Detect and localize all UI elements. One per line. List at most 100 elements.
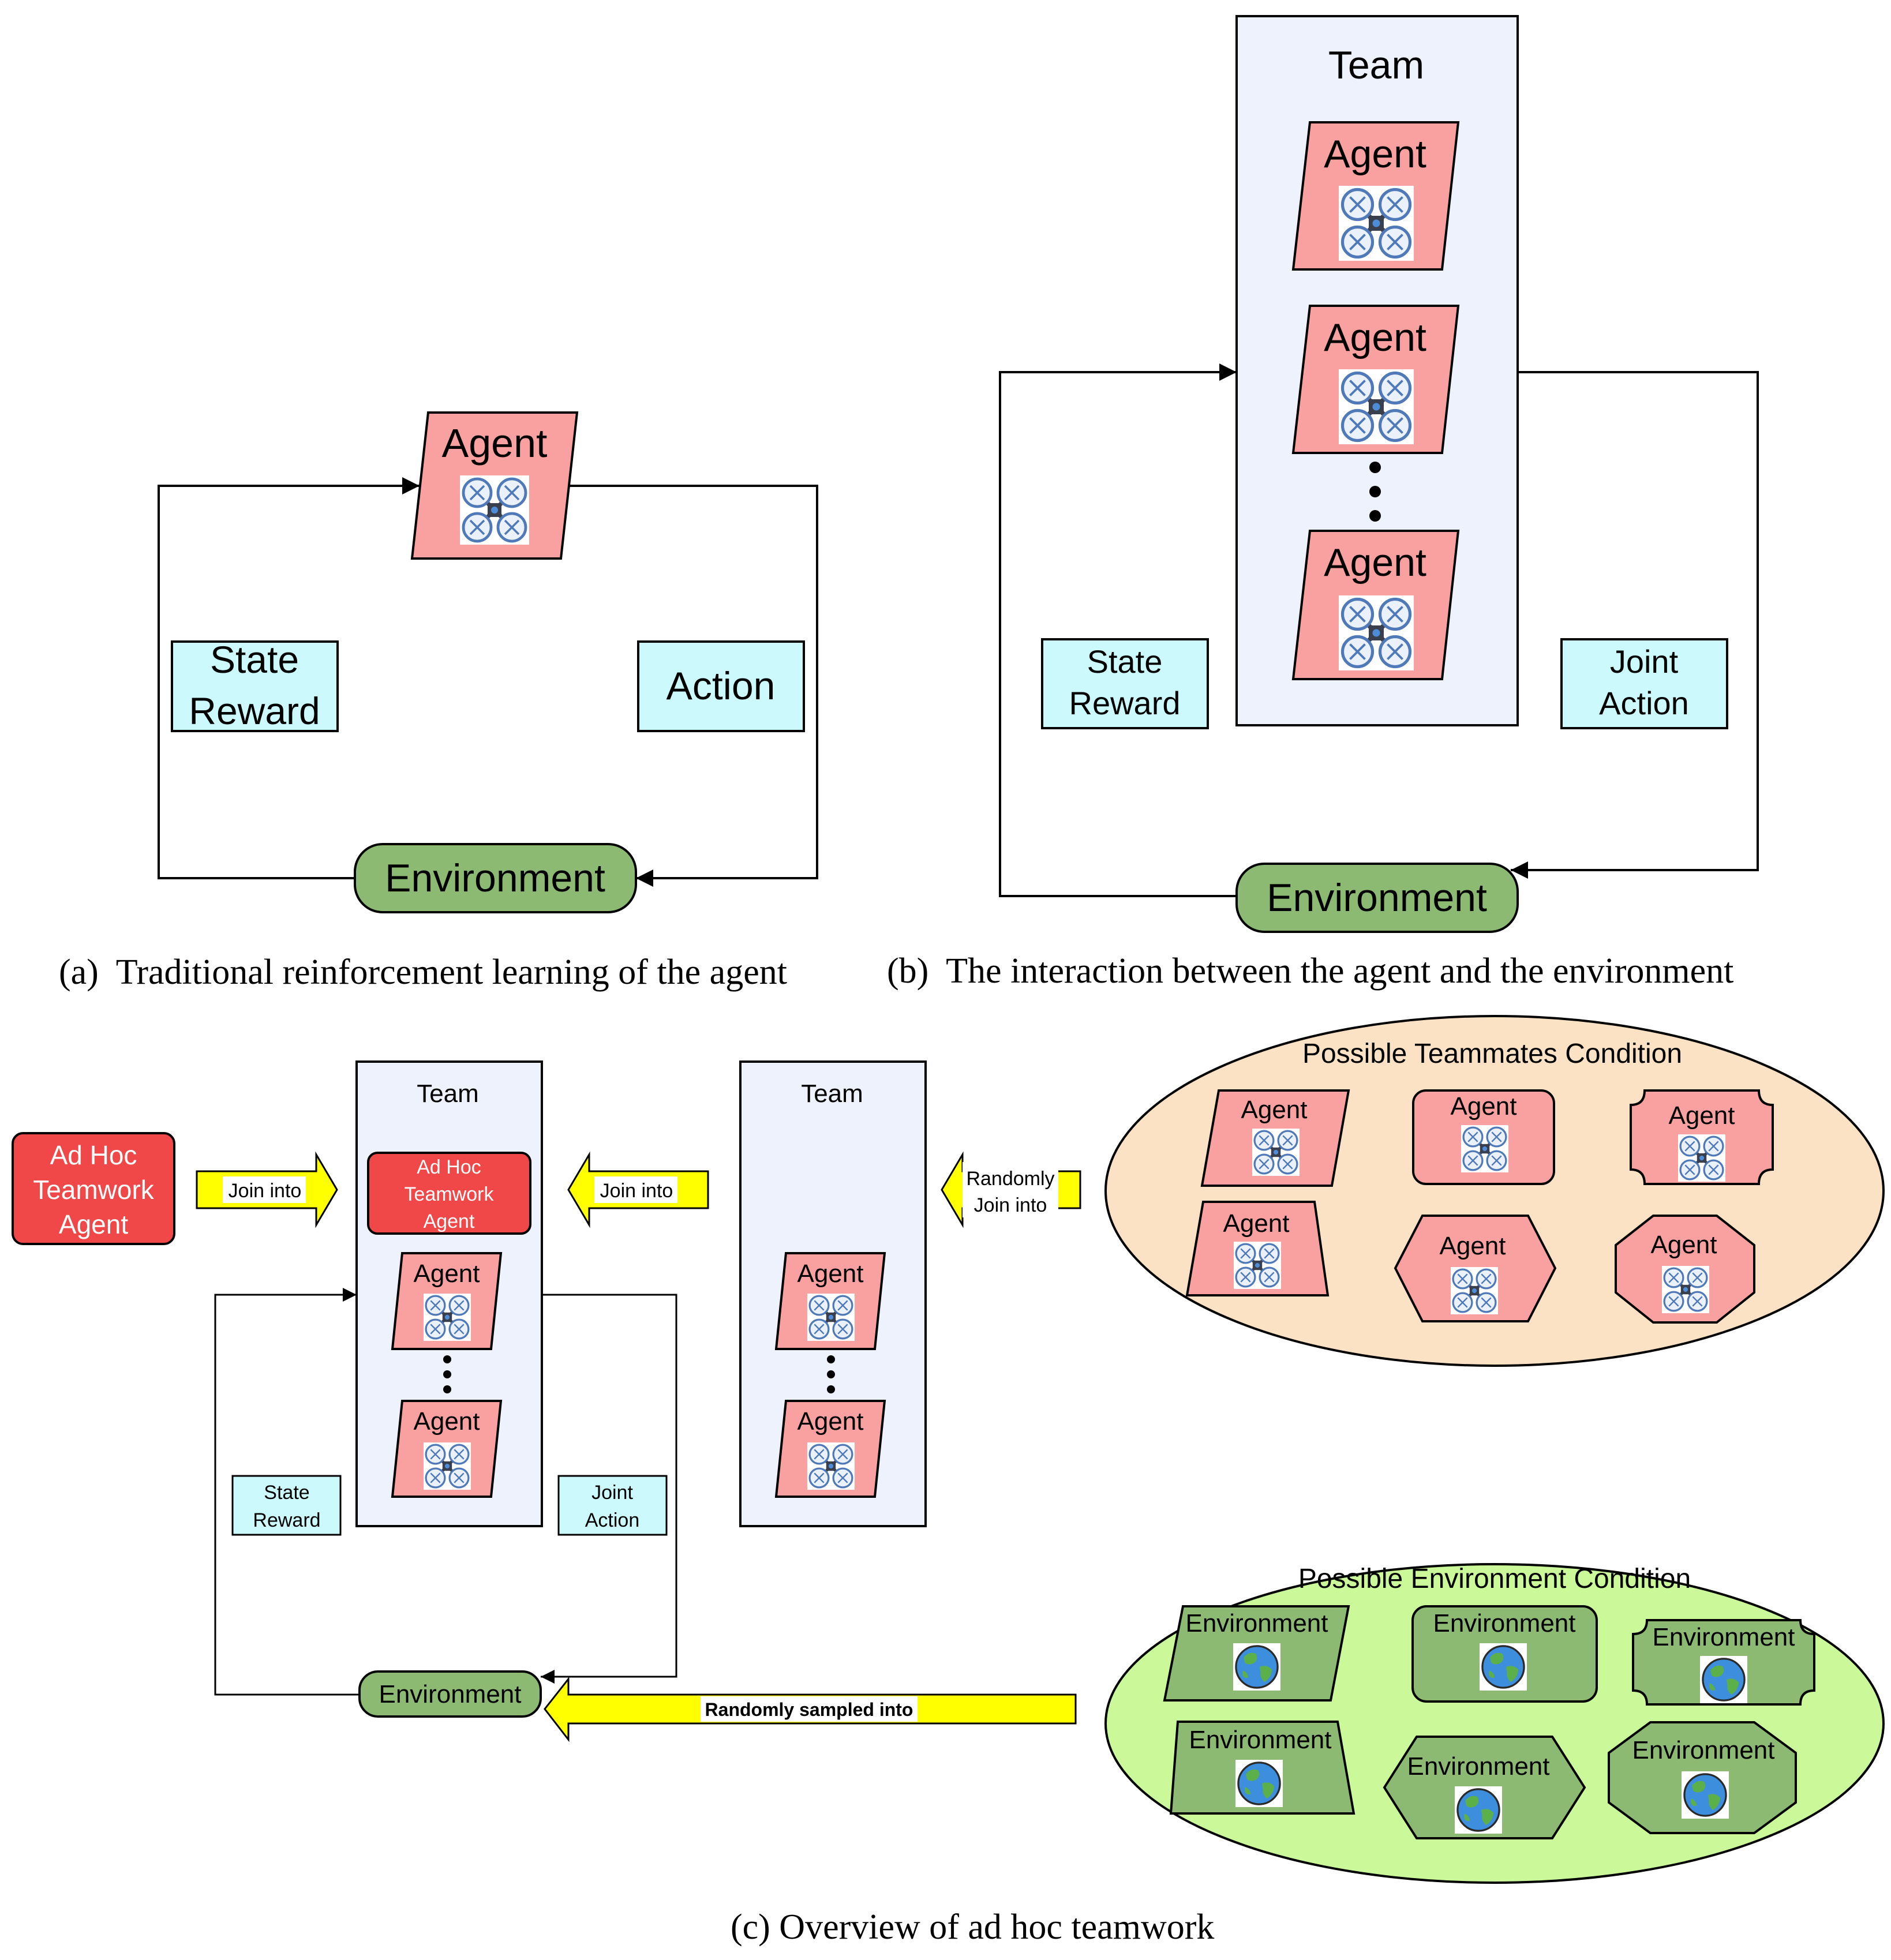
drone-icon <box>1451 1267 1498 1314</box>
team-adhoc-label-3: Agent <box>424 1211 475 1232</box>
adhoc-agent-label-2: Teamwork <box>33 1175 155 1205</box>
teammate-agent: Agent <box>1630 1089 1774 1185</box>
panel-b-action-line <box>1511 371 1759 879</box>
ellipsis-dots <box>443 1355 451 1393</box>
env-condition-label: Environment <box>1407 1752 1549 1781</box>
panel-c-team-label-left: Team <box>417 1080 479 1108</box>
team-adhoc-label-1: Ad Hoc <box>417 1156 481 1178</box>
panel-b-agent-label: Agent <box>1324 316 1426 359</box>
panel-b-state-label: State <box>1087 643 1163 680</box>
drone-icon <box>1234 1242 1281 1289</box>
ellipsis-dots <box>827 1355 835 1393</box>
panel-a-reward-label: Reward <box>189 689 320 732</box>
teammate-agent: Agent <box>1412 1089 1555 1185</box>
panel-c-state-reward-box: State Reward <box>231 1475 342 1536</box>
panel-b-agent: Agent <box>1291 530 1460 680</box>
panel-b-agent: Agent <box>1291 121 1460 271</box>
env-condition-label: Environment <box>1185 1609 1328 1637</box>
panel-c-reward-label: Reward <box>253 1509 320 1531</box>
earth-icon <box>1454 1785 1503 1835</box>
panel-c-action-label: Action <box>585 1509 640 1531</box>
panel-a-caption: (a) Traditional reinforcement learning o… <box>59 953 787 992</box>
teammate-agent: Agent <box>1185 1201 1330 1296</box>
ellipsis-dots <box>1369 462 1381 522</box>
panel-b-action-label: Action <box>1599 685 1689 721</box>
panel-c-state-label: State <box>264 1482 309 1504</box>
panel-b-team-label: Team <box>1328 43 1424 87</box>
adhoc-agent-label-3: Agent <box>59 1209 128 1239</box>
randomly-sampled-label: Randomly sampled into <box>705 1699 913 1720</box>
possible-environment-condition: Possible Environment Condition Environme… <box>1104 1563 1885 1884</box>
drone-icon <box>424 1442 471 1490</box>
drone-icon <box>807 1442 855 1490</box>
teammate-agent-label: Agent <box>1223 1209 1290 1238</box>
env-condition: Environment <box>1383 1736 1586 1839</box>
panel-b-state-reward-box: State Reward <box>1041 638 1209 729</box>
panel-b-environment-label: Environment <box>1267 876 1487 920</box>
drone-icon <box>1662 1266 1709 1313</box>
teammate-agent-label: Agent <box>1651 1231 1717 1259</box>
teammate-agent-label: Agent <box>1669 1101 1735 1130</box>
panel-c-action-line <box>541 1294 677 1684</box>
panel-c-environment-label: Environment <box>379 1680 521 1708</box>
panel-c-joint-action-box: Joint Action <box>557 1475 668 1536</box>
env-condition: Environment <box>1169 1721 1355 1815</box>
teammate-agent: Agent <box>1200 1089 1350 1187</box>
panel-b: Team Agent Agent Agent State Reward <box>887 15 1759 991</box>
panel-c-caption: (c) Overview of ad hoc teamwork <box>731 1907 1214 1947</box>
teammate-agent-label: Agent <box>1241 1096 1308 1124</box>
panel-b-agent-label: Agent <box>1324 132 1426 176</box>
panel-a-environment-label: Environment <box>385 856 605 900</box>
team-adhoc-agent: Ad Hoc Teamwork Agent <box>367 1152 531 1235</box>
join-into-label: Join into <box>600 1180 673 1202</box>
earth-icon <box>1232 1642 1282 1692</box>
panel-a-state-label: State <box>210 638 299 681</box>
drone-icon <box>1339 186 1414 261</box>
drone-icon <box>807 1294 855 1341</box>
drone-icon <box>460 475 529 545</box>
env-condition-label: Environment <box>1652 1623 1795 1651</box>
teammate-agent-label: Agent <box>1451 1092 1517 1120</box>
env-condition: Environment <box>1411 1605 1598 1703</box>
panel-a: Agent State Reward Action Environment (a… <box>59 411 818 992</box>
teammate-agent: Agent <box>1615 1215 1755 1324</box>
panel-c-team-label-right: Team <box>801 1080 863 1108</box>
drone-icon <box>1678 1134 1725 1182</box>
adhoc-agent-label-1: Ad Hoc <box>50 1140 137 1170</box>
drone-icon <box>424 1294 471 1341</box>
panel-c-feedback-line <box>214 1288 360 1696</box>
panel-b-joint-label: Joint <box>1610 643 1679 680</box>
drone-icon <box>1339 595 1414 670</box>
join-into-arrow: Join into <box>567 1151 709 1228</box>
teammate-agent-label: Agent <box>1440 1232 1506 1260</box>
join-into-label: Join into <box>974 1194 1047 1216</box>
panel-b-environment: Environment <box>1235 863 1519 933</box>
env-condition: Environment <box>1163 1605 1350 1702</box>
panel-c-agent-label: Agent <box>414 1260 480 1288</box>
panel-c-joint-label: Joint <box>591 1482 633 1504</box>
adhoc-teamwork-agent: Ad Hoc Teamwork Agent <box>12 1132 175 1245</box>
panel-a-agent-label: Agent <box>442 421 548 466</box>
panel-c-agent-label: Agent <box>797 1260 864 1288</box>
panel-c: Ad Hoc Teamwork Agent Join into Team Ad … <box>12 1015 1885 1947</box>
panel-b-agent-label: Agent <box>1324 541 1426 584</box>
env-condition-title: Possible Environment Condition <box>1298 1564 1691 1594</box>
drone-icon <box>1461 1125 1508 1172</box>
panel-a-action-label: Action <box>666 664 776 708</box>
panel-c-agent: Agent <box>774 1252 886 1350</box>
teammates-title: Possible Teammates Condition <box>1302 1039 1682 1069</box>
possible-teammates-condition: Possible Teammates Condition Agent Agent… <box>1104 1015 1885 1367</box>
panel-a-feedback-line <box>158 477 420 879</box>
panel-c-agent: Agent <box>391 1400 503 1498</box>
earth-icon <box>1680 1770 1730 1820</box>
randomly-label: Randomly <box>966 1168 1054 1190</box>
panel-a-action-line <box>567 485 818 887</box>
join-into-label: Join into <box>229 1180 302 1202</box>
env-condition-label: Environment <box>1433 1609 1575 1637</box>
earth-icon <box>1234 1759 1284 1808</box>
env-condition: Environment <box>1608 1721 1797 1834</box>
panel-c-agent: Agent <box>391 1252 503 1350</box>
panel-a-agent: Agent <box>410 411 579 560</box>
panel-c-agent-label: Agent <box>414 1407 480 1436</box>
